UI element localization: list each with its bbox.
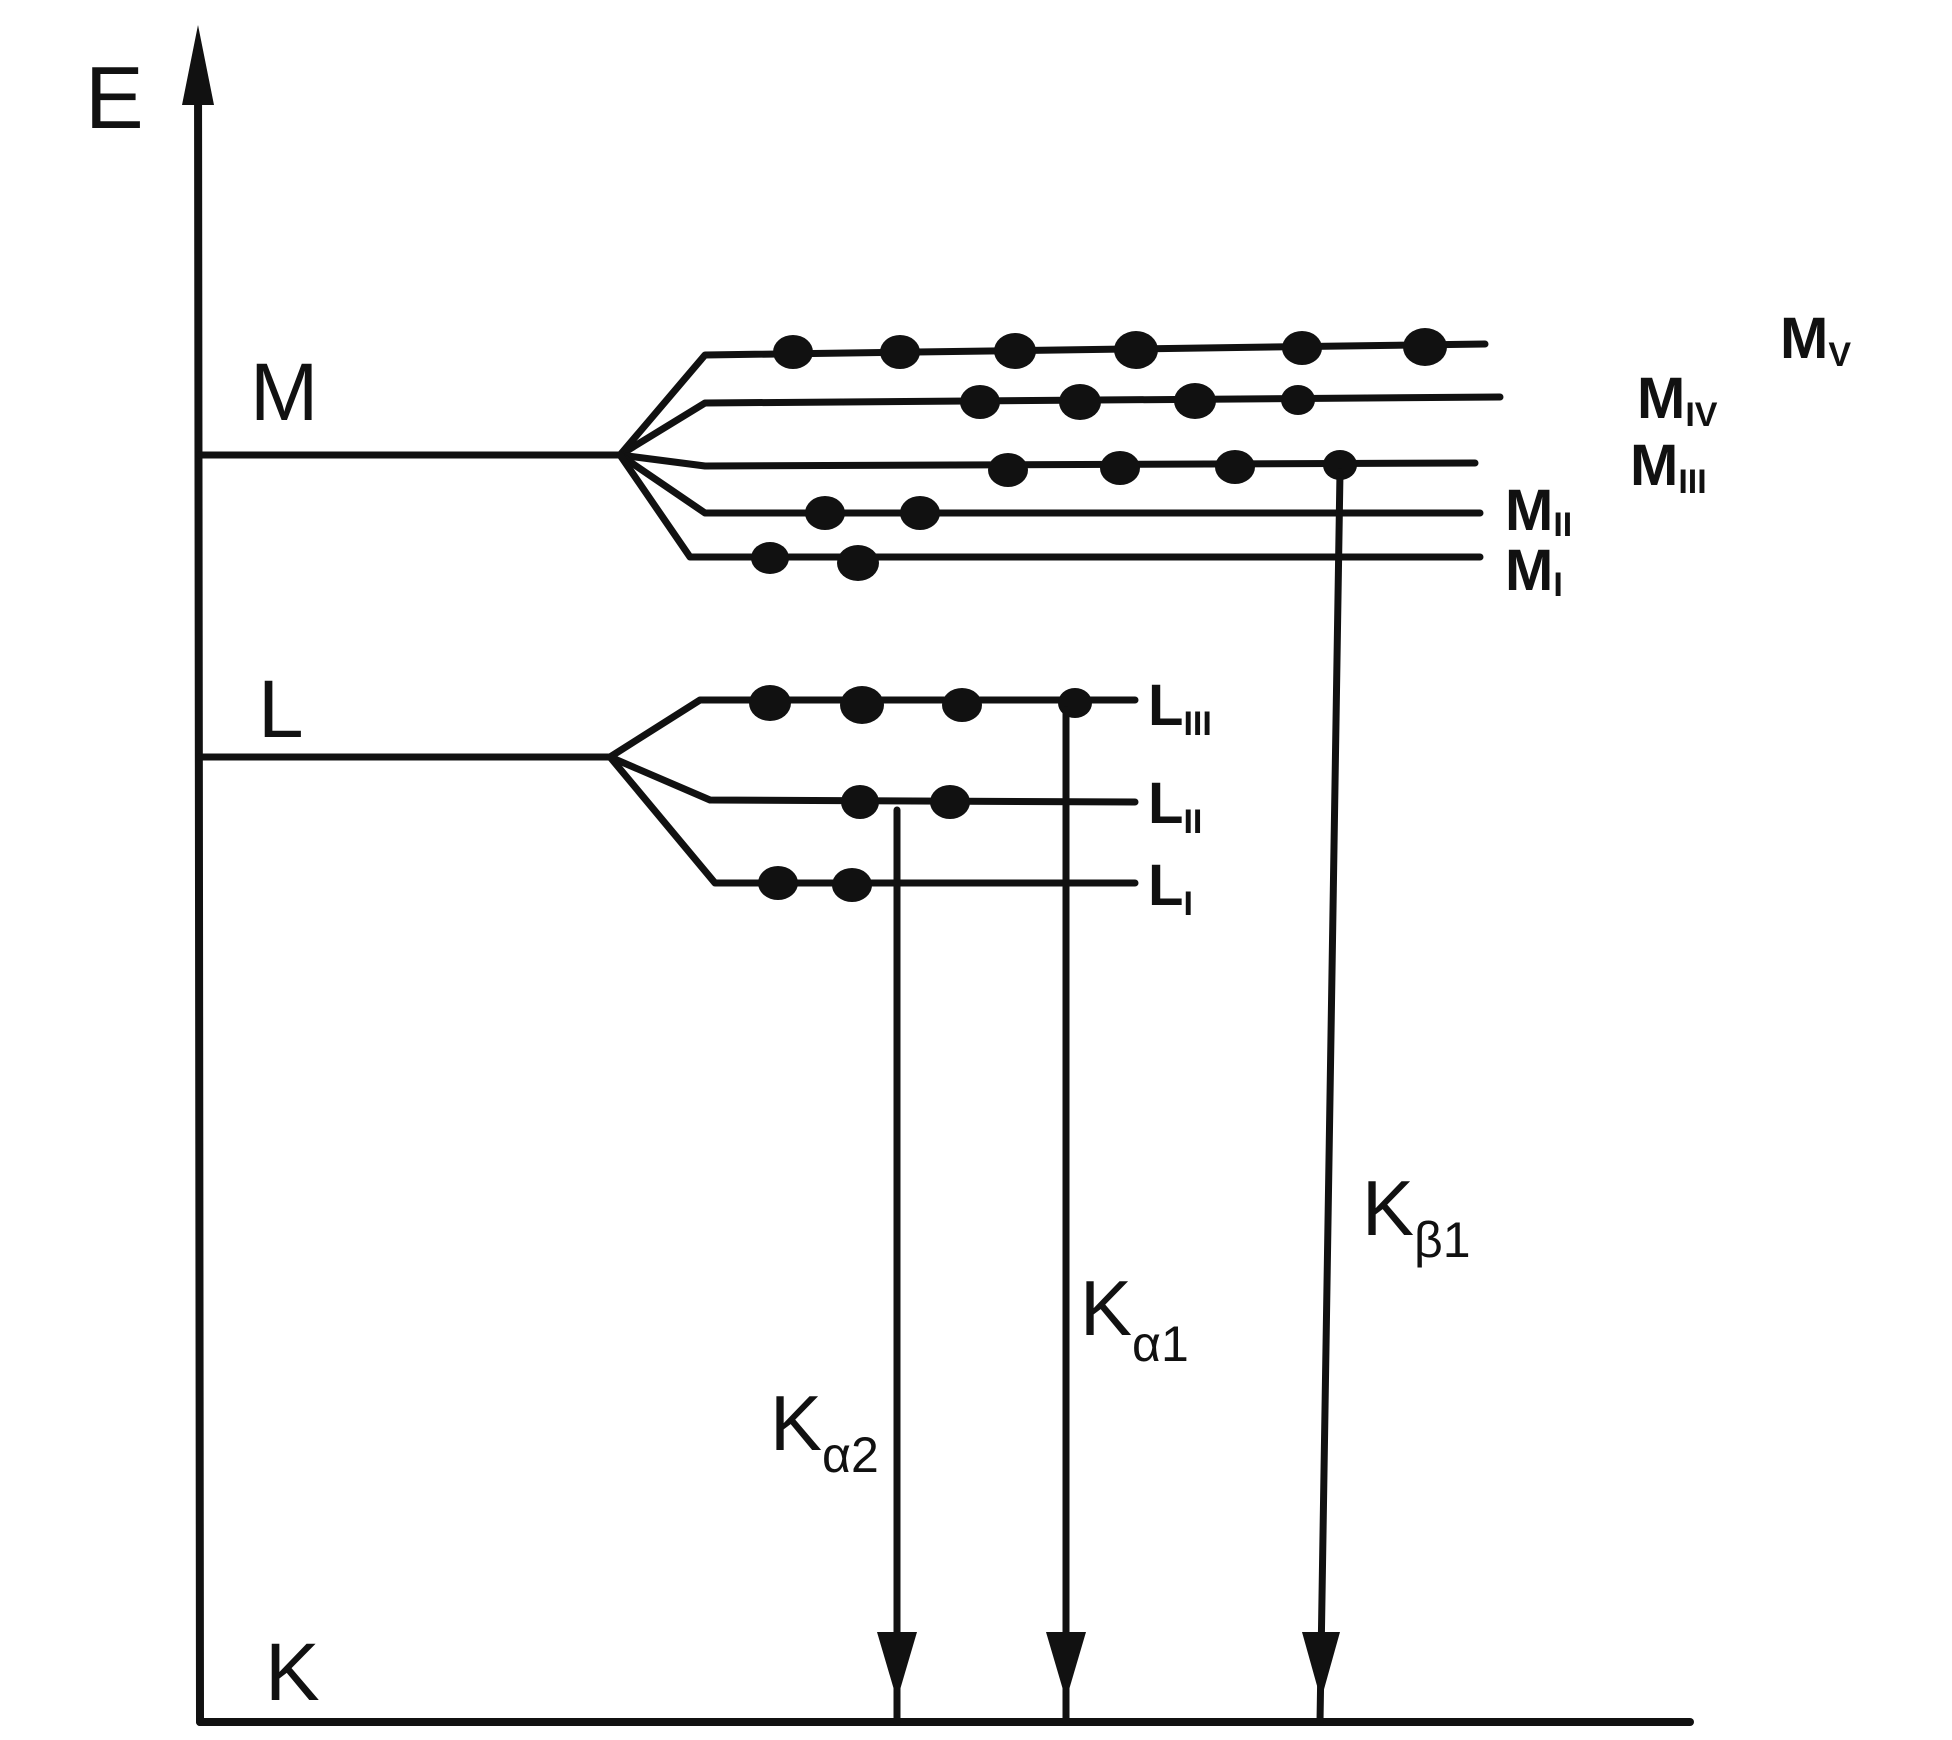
l-fan-iii bbox=[606, 696, 1139, 761]
electron-m-iii-2 bbox=[1100, 451, 1140, 485]
subshell-label-m-iv: MIV bbox=[1637, 366, 1718, 434]
electron-l-iii-3 bbox=[942, 688, 982, 722]
electron-m-v-3 bbox=[994, 333, 1036, 369]
transition-label-k-alpha-2: Kα2 bbox=[770, 1379, 879, 1483]
electron-m-iv-4 bbox=[1281, 385, 1315, 415]
transition-label-k-alpha-1: Kα1 bbox=[1080, 1264, 1189, 1372]
electron-l-i-2 bbox=[832, 868, 872, 902]
electron-m-i-1 bbox=[751, 542, 789, 574]
m-fan-iv bbox=[616, 393, 1504, 459]
transition-label-k-beta-1: Kβ1 bbox=[1362, 1164, 1471, 1268]
electron-l-iii-2 bbox=[840, 686, 884, 724]
subshell-label-l-i: LI bbox=[1148, 853, 1193, 923]
subshell-label-m-ii: MII bbox=[1505, 478, 1572, 544]
electron-m-v-1 bbox=[773, 335, 813, 369]
electron-m-iii-1 bbox=[988, 453, 1028, 487]
electron-m-v-5 bbox=[1282, 331, 1322, 365]
electron-m-iv-1 bbox=[960, 385, 1000, 419]
l-level-group bbox=[196, 696, 1139, 887]
m-fan-v bbox=[616, 340, 1489, 459]
subshell-label-m-i: MI bbox=[1505, 538, 1563, 604]
electron-m-iii-4 bbox=[1323, 450, 1357, 480]
subshell-label-m-v: MV bbox=[1780, 306, 1851, 374]
electron-m-iv-2 bbox=[1059, 384, 1101, 420]
electron-m-v-4 bbox=[1114, 331, 1158, 369]
m-fan-i bbox=[616, 451, 1484, 561]
electron-m-v-6 bbox=[1403, 328, 1447, 366]
l-fan-i bbox=[606, 753, 1139, 887]
shell-label-m: M bbox=[250, 347, 318, 438]
electron-l-iii-1 bbox=[749, 685, 791, 721]
shell-label-k: K bbox=[265, 1627, 320, 1718]
subshell-label-m-iii: MIII bbox=[1630, 433, 1707, 501]
electron-l-ii-1 bbox=[841, 785, 879, 819]
electron-m-ii-1 bbox=[805, 496, 845, 530]
subshell-label-l-iii: LIII bbox=[1148, 673, 1212, 743]
electron-l-i-1 bbox=[758, 866, 798, 900]
transition-arrowhead-k-beta-1 bbox=[1302, 1632, 1340, 1700]
shell-label-l: L bbox=[258, 664, 304, 755]
electron-m-iv-3 bbox=[1174, 383, 1216, 419]
energy-axis-label: E bbox=[85, 48, 144, 147]
m-fan-ii bbox=[616, 451, 1484, 517]
m-level-group bbox=[196, 340, 1504, 561]
subshell-label-l-ii: LII bbox=[1148, 771, 1202, 841]
l-fan-ii bbox=[606, 753, 1139, 806]
electron-l-ii-2 bbox=[930, 785, 970, 819]
electron-m-ii-2 bbox=[900, 496, 940, 530]
electron-m-i-2 bbox=[837, 545, 879, 581]
energy-axis bbox=[182, 25, 214, 1726]
transition-arrowhead-k-alpha-1 bbox=[1046, 1632, 1086, 1700]
electron-m-v-2 bbox=[880, 335, 920, 369]
electron-m-iii-3 bbox=[1215, 450, 1255, 484]
electrons bbox=[749, 328, 1447, 902]
transition-line-k-beta-1 bbox=[1316, 468, 1344, 1726]
transitions bbox=[877, 468, 1344, 1726]
transition-arrowhead-k-alpha-2 bbox=[877, 1632, 917, 1700]
